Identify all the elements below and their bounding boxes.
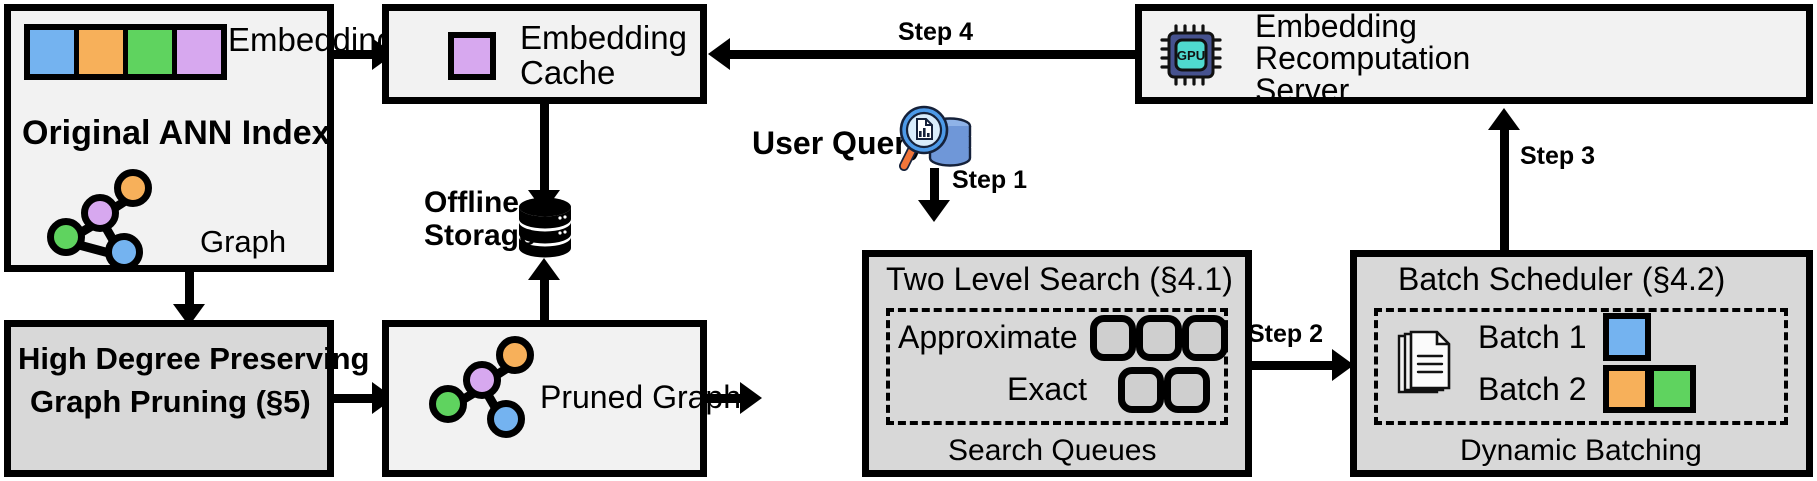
exact-queue-slot-1	[1164, 367, 1210, 413]
recomputation-server-title-2: Recomputation	[1255, 40, 1471, 76]
arrow-step4-line	[730, 50, 1135, 59]
embedding-cell-0	[30, 30, 79, 74]
batch-1-label: Batch 1	[1478, 319, 1587, 355]
exact-queue-slot-0	[1118, 367, 1164, 413]
panel-two-level-search	[862, 250, 1252, 477]
database-icon	[519, 197, 571, 258]
arrow-step3-line	[1500, 130, 1509, 250]
batch-2-item-0	[1603, 365, 1651, 413]
approximate-label: Approximate	[898, 319, 1078, 355]
exact-label: Exact	[1007, 371, 1088, 407]
arrow-cache-to-storage-line	[540, 104, 549, 192]
approximate-queue-slot-2	[1182, 315, 1228, 361]
panel-embedding-cache	[382, 4, 707, 104]
step1-label: Step 1	[952, 166, 1028, 194]
graph-node-green	[47, 218, 85, 256]
graph-node-purple	[81, 194, 119, 232]
step3-label: Step 3	[1520, 142, 1596, 170]
step4-label: Step 4	[898, 18, 974, 46]
query-search-database-icon	[899, 105, 972, 171]
embedding-cache-title-2: Cache	[520, 54, 616, 91]
embedding-cache-swatch	[448, 32, 496, 80]
arrow-step2-head	[1332, 349, 1354, 381]
graph-label: Graph	[200, 224, 287, 259]
arrow-index-to-cache-line	[334, 50, 372, 59]
dynamic-batching-dashed-region	[1374, 308, 1788, 425]
batch-scheduler-title: Batch Scheduler (§4.2)	[1398, 261, 1726, 297]
arrow-step4-head	[708, 38, 730, 70]
original-ann-index-title: Original ANN Index	[22, 114, 331, 152]
arrow-pruned-to-storage-line	[540, 278, 549, 320]
arrow-pruned-to-storage-head	[528, 258, 560, 280]
arrow-index-to-pruning-line	[185, 272, 194, 310]
graph-node-blue	[105, 233, 143, 271]
graph-node-orange	[114, 169, 152, 207]
panel-graph-pruning	[4, 320, 334, 477]
arrow-step1-line	[930, 168, 939, 204]
approximate-queue-slot-0	[1090, 315, 1136, 361]
pruned-node-blue	[487, 400, 525, 438]
embedding-cell-1	[79, 30, 128, 74]
panel-recomputation-server	[1135, 4, 1813, 104]
search-queues-footer: Search Queues	[948, 434, 1157, 467]
arrow-step2-line	[1252, 361, 1332, 370]
batch-2-item-1	[1648, 365, 1696, 413]
pruned-node-purple	[463, 361, 501, 399]
graph-pruning-title-1: High Degree Preserving	[18, 341, 370, 376]
documents-icon	[1397, 330, 1451, 394]
arrow-pruned-to-search-head	[740, 382, 762, 414]
arrow-pruning-to-pruned-line	[334, 394, 372, 403]
step2-label: Step 2	[1248, 320, 1324, 348]
recomputation-server-title-3: Server	[1255, 72, 1350, 108]
gpu-chip-icon: GPU	[1160, 24, 1222, 86]
batch-1-item-0	[1603, 313, 1651, 361]
arrow-step1-head	[918, 200, 950, 222]
embedding-cache-title-1: Embedding	[520, 19, 687, 56]
offline-storage-label-1: Offline	[424, 186, 519, 219]
embedding-strip	[24, 24, 227, 80]
offline-storage-label-2: Storage	[424, 219, 536, 252]
arrow-step3-head	[1488, 108, 1520, 130]
embedding-cell-2	[128, 30, 177, 74]
dynamic-batching-footer: Dynamic Batching	[1460, 434, 1702, 467]
graph-pruning-title-2: Graph Pruning (§5)	[30, 384, 311, 419]
batch-2-label: Batch 2	[1478, 371, 1587, 407]
svg-text:GPU: GPU	[1177, 48, 1205, 63]
search-queues-dashed-region	[886, 308, 1228, 425]
recomputation-server-title-1: Embedding	[1255, 8, 1417, 44]
panel-batch-scheduler	[1350, 250, 1813, 477]
approximate-queue-slot-1	[1136, 315, 1182, 361]
two-level-search-title: Two Level Search (§4.1)	[886, 261, 1233, 297]
pruned-node-orange	[496, 336, 534, 374]
embedding-cell-3	[177, 30, 221, 74]
arrow-pruned-to-search-line	[707, 394, 740, 403]
pruned-node-green	[429, 385, 467, 423]
